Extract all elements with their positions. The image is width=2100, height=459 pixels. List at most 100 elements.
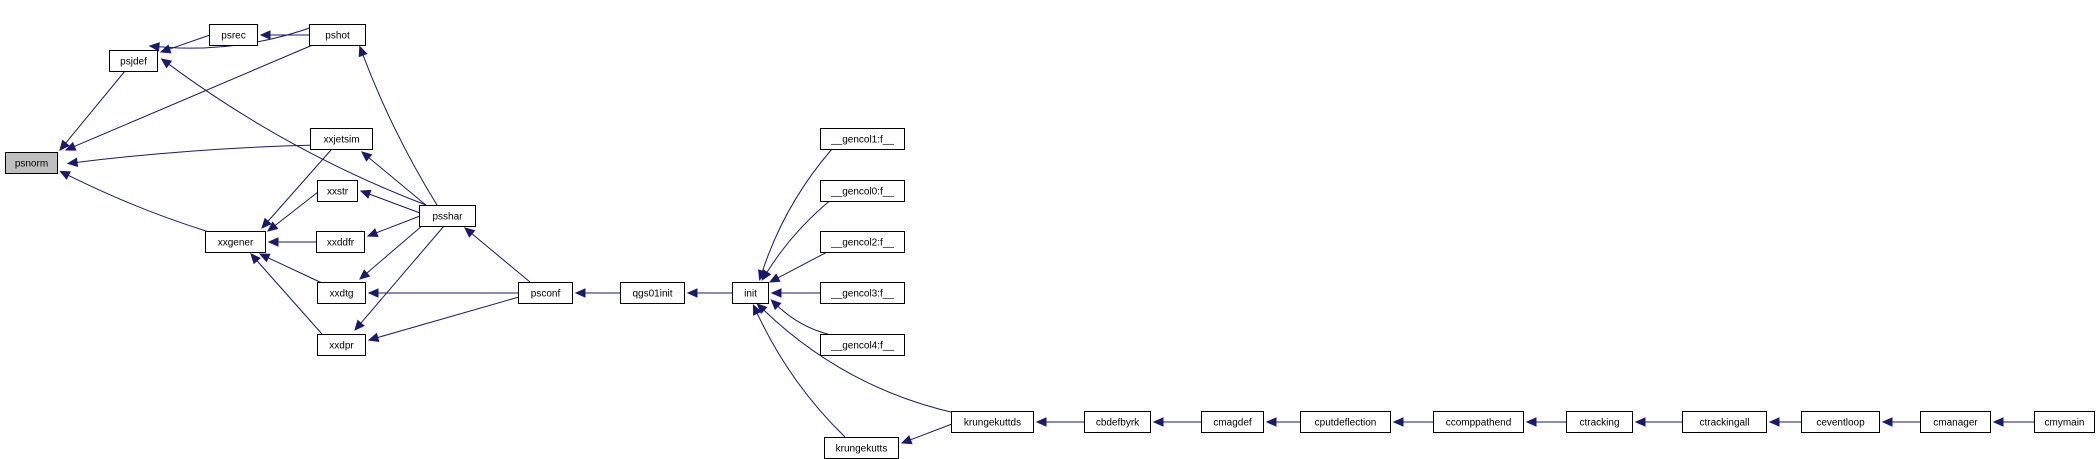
edge-arrowhead-init-to-qgs01init [686, 288, 698, 298]
node-box-xxstr[interactable] [317, 180, 358, 202]
edge-xxdtg-to-xxgener [267, 257, 323, 284]
node-box-psshar[interactable] [419, 205, 476, 227]
node-box-gencol3[interactable] [820, 282, 905, 304]
node-qgs01init[interactable]: qgs01init [620, 282, 685, 304]
node-gencol4[interactable]: __gencol4:f__ [820, 334, 905, 356]
node-pshot[interactable]: pshot [309, 24, 366, 46]
node-label-krungekutts: krungekutts [836, 444, 888, 455]
node-label-xxgener: xxgener [218, 238, 254, 249]
edge-xxstr-to-xxgener [274, 191, 319, 226]
node-box-ceventloop[interactable] [1801, 411, 1880, 433]
edge-arrowhead-cmymain-to-cmanager [1992, 417, 2004, 427]
node-cmymain[interactable]: cmymain [2034, 411, 2095, 433]
node-box-gencol4[interactable] [820, 334, 905, 356]
node-psnorm[interactable]: psnorm [5, 152, 58, 174]
node-box-xxjetsim[interactable] [310, 128, 373, 150]
node-xxdpr[interactable]: xxdpr [317, 334, 366, 356]
edge-psshar-to-xxddfr [376, 215, 421, 234]
edge-psrec-to-psjdef [169, 34, 211, 50]
edge-arrowhead-pshot-to-psjdef [148, 42, 160, 52]
node-ccomppathend[interactable]: ccomppathend [1433, 411, 1524, 433]
edge-psshar-to-xxdpr [360, 225, 445, 324]
node-gencol2[interactable]: __gencol2:f__ [820, 231, 905, 253]
edge-arrowhead-ceventloop-to-ctrackingall [1768, 417, 1780, 427]
edge-xxdpr-to-xxgener [256, 260, 323, 335]
node-box-psnorm[interactable] [5, 152, 58, 174]
node-label-xxjetsim: xxjetsim [323, 135, 359, 146]
node-label-cputdeflection: cputdeflection [1315, 418, 1377, 429]
node-psrec[interactable]: psrec [209, 24, 258, 46]
edge-arrowhead-psshar-to-xxjetsim [361, 151, 373, 162]
edge-arrowhead-cbdefbyrk-to-krungekuttds [1035, 417, 1047, 427]
node-krungekutts[interactable]: krungekutts [824, 437, 899, 459]
node-ctrackingall[interactable]: ctrackingall [1682, 411, 1767, 433]
node-box-cmanager[interactable] [1920, 411, 1991, 433]
node-psconf[interactable]: psconf [518, 282, 573, 304]
node-box-cbdefbyrk[interactable] [1084, 411, 1151, 433]
node-box-gencol1[interactable] [820, 128, 905, 150]
edge-psshar-to-xxstr [369, 193, 421, 214]
node-gencol0[interactable]: __gencol0:f__ [820, 180, 905, 202]
node-box-ctrackingall[interactable] [1682, 411, 1767, 433]
node-xxjetsim[interactable]: xxjetsim [310, 128, 373, 150]
node-box-cmagdef[interactable] [1201, 411, 1264, 433]
node-cmagdef[interactable]: cmagdef [1201, 411, 1264, 433]
node-label-psshar: psshar [432, 212, 463, 223]
node-box-xxdpr[interactable] [317, 334, 366, 356]
edge-psconf-to-xxdpr [377, 296, 520, 339]
node-ceventloop[interactable]: ceventloop [1801, 411, 1880, 433]
node-box-init[interactable] [732, 282, 769, 304]
node-box-xxgener[interactable] [205, 231, 266, 253]
node-xxdtg[interactable]: xxdtg [317, 282, 366, 304]
node-label-xxdtg: xxdtg [330, 289, 354, 300]
node-box-pshot[interactable] [309, 24, 366, 46]
edge-arrowhead-krungekuttds-to-init [756, 303, 768, 315]
node-label-cmanager: cmanager [1933, 418, 1978, 429]
node-xxddfr[interactable]: xxddfr [316, 231, 365, 253]
node-cputdeflection[interactable]: cputdeflection [1300, 411, 1391, 433]
node-label-gencol2: __gencol2:f__ [830, 238, 894, 249]
node-label-xxstr: xxstr [327, 187, 349, 198]
node-box-qgs01init[interactable] [620, 282, 685, 304]
edge-arrowhead-krungekutts-to-init [752, 304, 762, 316]
node-gencol3[interactable]: __gencol3:f__ [820, 282, 905, 304]
node-cbdefbyrk[interactable]: cbdefbyrk [1084, 411, 1151, 433]
edge-xxgener-to-psnorm [68, 174, 210, 233]
node-label-gencol0: __gencol0:f__ [830, 187, 894, 198]
edge-arrowhead-psshar-to-xxdpr [354, 319, 365, 331]
node-box-ccomppathend[interactable] [1433, 411, 1524, 433]
node-box-gencol2[interactable] [820, 231, 905, 253]
node-box-psrec[interactable] [209, 24, 258, 46]
node-ctracking[interactable]: ctracking [1566, 411, 1633, 433]
node-box-krungekuttds[interactable] [951, 411, 1034, 433]
node-init[interactable]: init [732, 282, 769, 304]
node-krungekuttds[interactable]: krungekuttds [951, 411, 1034, 433]
edge-arrowhead-qgs01init-to-psconf [574, 288, 586, 298]
node-box-cmymain[interactable] [2034, 411, 2095, 433]
node-label-xxdpr: xxdpr [329, 341, 354, 352]
node-box-xxddfr[interactable] [316, 231, 365, 253]
edge-arrowhead-cmanager-to-ceventloop [1881, 417, 1893, 427]
node-psshar[interactable]: psshar [419, 205, 476, 227]
node-xxgener[interactable]: xxgener [205, 231, 266, 253]
node-box-xxdtg[interactable] [317, 282, 366, 304]
edge-psshar-to-xxdtg [366, 224, 424, 274]
node-gencol1[interactable]: __gencol1:f__ [820, 128, 905, 150]
node-box-gencol0[interactable] [820, 180, 905, 202]
edge-arrowhead-xxddfr-to-xxgener [267, 237, 279, 247]
node-box-cputdeflection[interactable] [1300, 411, 1391, 433]
node-label-ceventloop: ceventloop [1816, 418, 1865, 429]
node-cmanager[interactable]: cmanager [1920, 411, 1991, 433]
edge-arrowhead-xxjetsim-to-psnorm [66, 157, 79, 168]
edge-layer [59, 24, 2036, 445]
node-psjdef[interactable]: psjdef [109, 50, 158, 72]
node-box-psconf[interactable] [518, 282, 573, 304]
edge-arrowhead-psshar-to-xxddfr [366, 228, 379, 238]
node-label-psjdef: psjdef [120, 57, 147, 68]
edge-arrowhead-ccomppathend-to-cputdeflection [1392, 417, 1404, 427]
node-xxstr[interactable]: xxstr [317, 180, 358, 202]
node-box-ctracking[interactable] [1566, 411, 1633, 433]
node-box-psjdef[interactable] [109, 50, 158, 72]
node-label-pshot: pshot [325, 31, 350, 42]
node-label-cmagdef: cmagdef [1213, 418, 1252, 429]
